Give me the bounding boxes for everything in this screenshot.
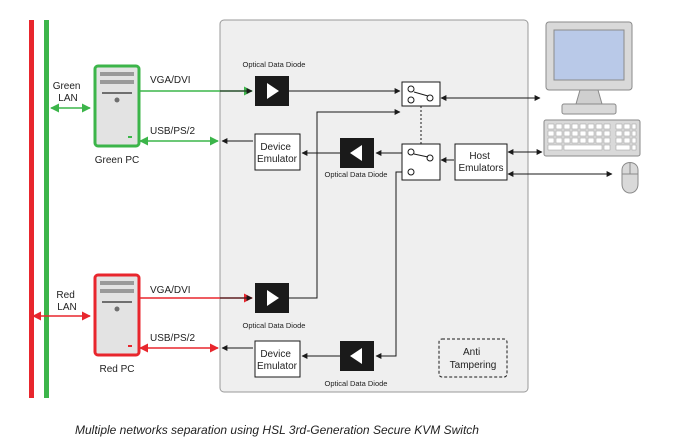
monitor-icon [545, 21, 633, 115]
svg-text:Device Emulator: Device Emulator [257, 349, 298, 372]
green-pc-label: Green PC [95, 155, 139, 166]
host-emulators-box: Host Emulators [454, 143, 508, 181]
keyboard-icon [543, 119, 641, 157]
green-lan-rail [44, 20, 49, 398]
red-lan-label: Red LAN [56, 290, 77, 313]
green-pc-icon [93, 64, 141, 148]
svg-text:Device Emulator: Device Emulator [257, 142, 298, 165]
figure-caption: Multiple networks separation using HSL 3… [75, 423, 479, 437]
red-lan-rail [29, 20, 34, 398]
diode-1-label: Optical Data Diode [243, 60, 306, 69]
mouse-icon [621, 162, 639, 194]
device-emulator-bottom: Device Emulator [254, 340, 301, 378]
usb-ps2-top-label: USB/PS/2 [150, 126, 195, 137]
svg-text:Host Emulators: Host Emulators [458, 151, 503, 174]
video-switch [401, 81, 441, 107]
optical-data-diode-2 [340, 138, 374, 168]
diode-4-label: Optical Data Diode [325, 379, 388, 388]
svg-text:Anti Tampering: Anti Tampering [450, 347, 497, 371]
diode-2-label: Optical Data Diode [325, 170, 388, 179]
red-pc-label: Red PC [99, 364, 134, 375]
usb-switch [401, 143, 441, 181]
device-emulator-top: Device Emulator [254, 133, 301, 171]
optical-data-diode-3 [255, 283, 289, 313]
green-lan-label: Green LAN [53, 81, 84, 104]
optical-data-diode-4 [340, 341, 374, 371]
optical-data-diode-1 [255, 76, 289, 106]
usb-ps2-bottom-label: USB/PS/2 [150, 333, 195, 344]
kvm-switch-panel [219, 19, 529, 393]
anti-tampering-box: Anti Tampering [438, 338, 508, 378]
vga-dvi-top-label: VGA/DVI [150, 75, 191, 86]
vga-dvi-bottom-label: VGA/DVI [150, 285, 191, 296]
diode-3-label: Optical Data Diode [243, 321, 306, 330]
red-pc-icon [93, 273, 141, 357]
